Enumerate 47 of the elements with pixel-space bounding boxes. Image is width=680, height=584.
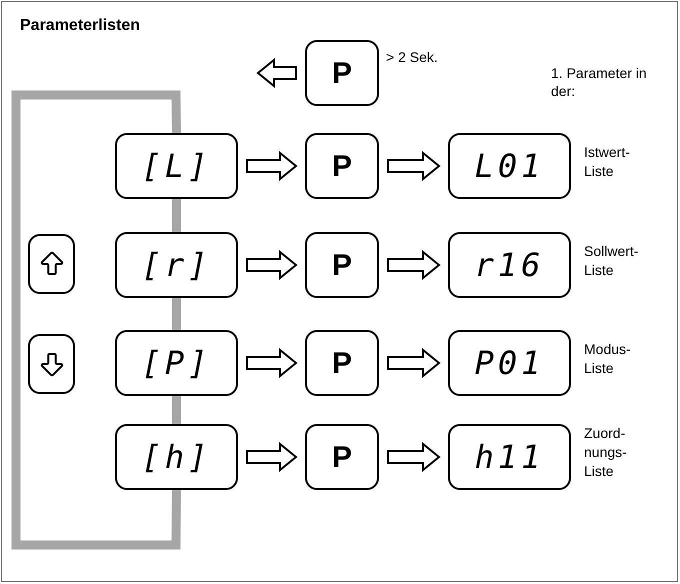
- lcd-display: [448, 232, 571, 298]
- key-label: P: [332, 440, 352, 476]
- display-text: [r]: [142, 245, 212, 286]
- hollow-arrow: [387, 442, 441, 472]
- display-text: [h]: [142, 437, 212, 478]
- display-text: r16: [474, 245, 544, 286]
- lcd-display: [448, 424, 571, 490]
- list-name: Zuord- nungs- Liste: [584, 424, 628, 481]
- arrow-key: [28, 334, 75, 394]
- note: 1. Parameter in der:: [551, 64, 648, 100]
- key-label: P: [332, 248, 352, 284]
- loop-line: [172, 199, 181, 232]
- key-label: P: [332, 346, 352, 382]
- display-text: [P]: [142, 343, 212, 384]
- display-text: [L]: [142, 146, 212, 187]
- loop-line: [172, 396, 181, 424]
- hollow-arrow: [387, 150, 441, 182]
- hollow-arrow: [246, 442, 298, 472]
- lcd-display: [115, 330, 238, 396]
- hollow-arrow: [246, 250, 298, 280]
- list-name: Sollwert- Liste: [584, 242, 640, 280]
- hollow-arrow: [387, 250, 441, 280]
- loop-line: [172, 298, 181, 330]
- p-key: [305, 330, 379, 396]
- p-key: [305, 232, 379, 298]
- hollow-arrow: [246, 150, 298, 182]
- p-key: [305, 40, 379, 106]
- lcd-display: [115, 133, 238, 199]
- display-text: P01: [474, 343, 544, 384]
- list-name: > 2 Sek.: [386, 48, 439, 67]
- arrow-key: [28, 234, 75, 294]
- key-label: P: [332, 148, 352, 184]
- title: Parameterlisten: [20, 16, 140, 36]
- list-name: Modus- Liste: [584, 340, 632, 378]
- lcd-display: [115, 424, 238, 490]
- hollow-arrow: [256, 58, 297, 88]
- display-text: L01: [474, 146, 544, 187]
- display-text: h11: [474, 437, 544, 478]
- hollow-arrow: [387, 348, 441, 378]
- lcd-display: [448, 133, 571, 199]
- key-label: P: [332, 56, 352, 92]
- hollow-arrow: [246, 348, 298, 378]
- list-name: Istwert- Liste: [584, 143, 631, 181]
- lcd-display: [115, 232, 238, 298]
- p-key: [305, 424, 379, 490]
- p-key: [305, 133, 379, 199]
- lcd-display: [448, 330, 571, 396]
